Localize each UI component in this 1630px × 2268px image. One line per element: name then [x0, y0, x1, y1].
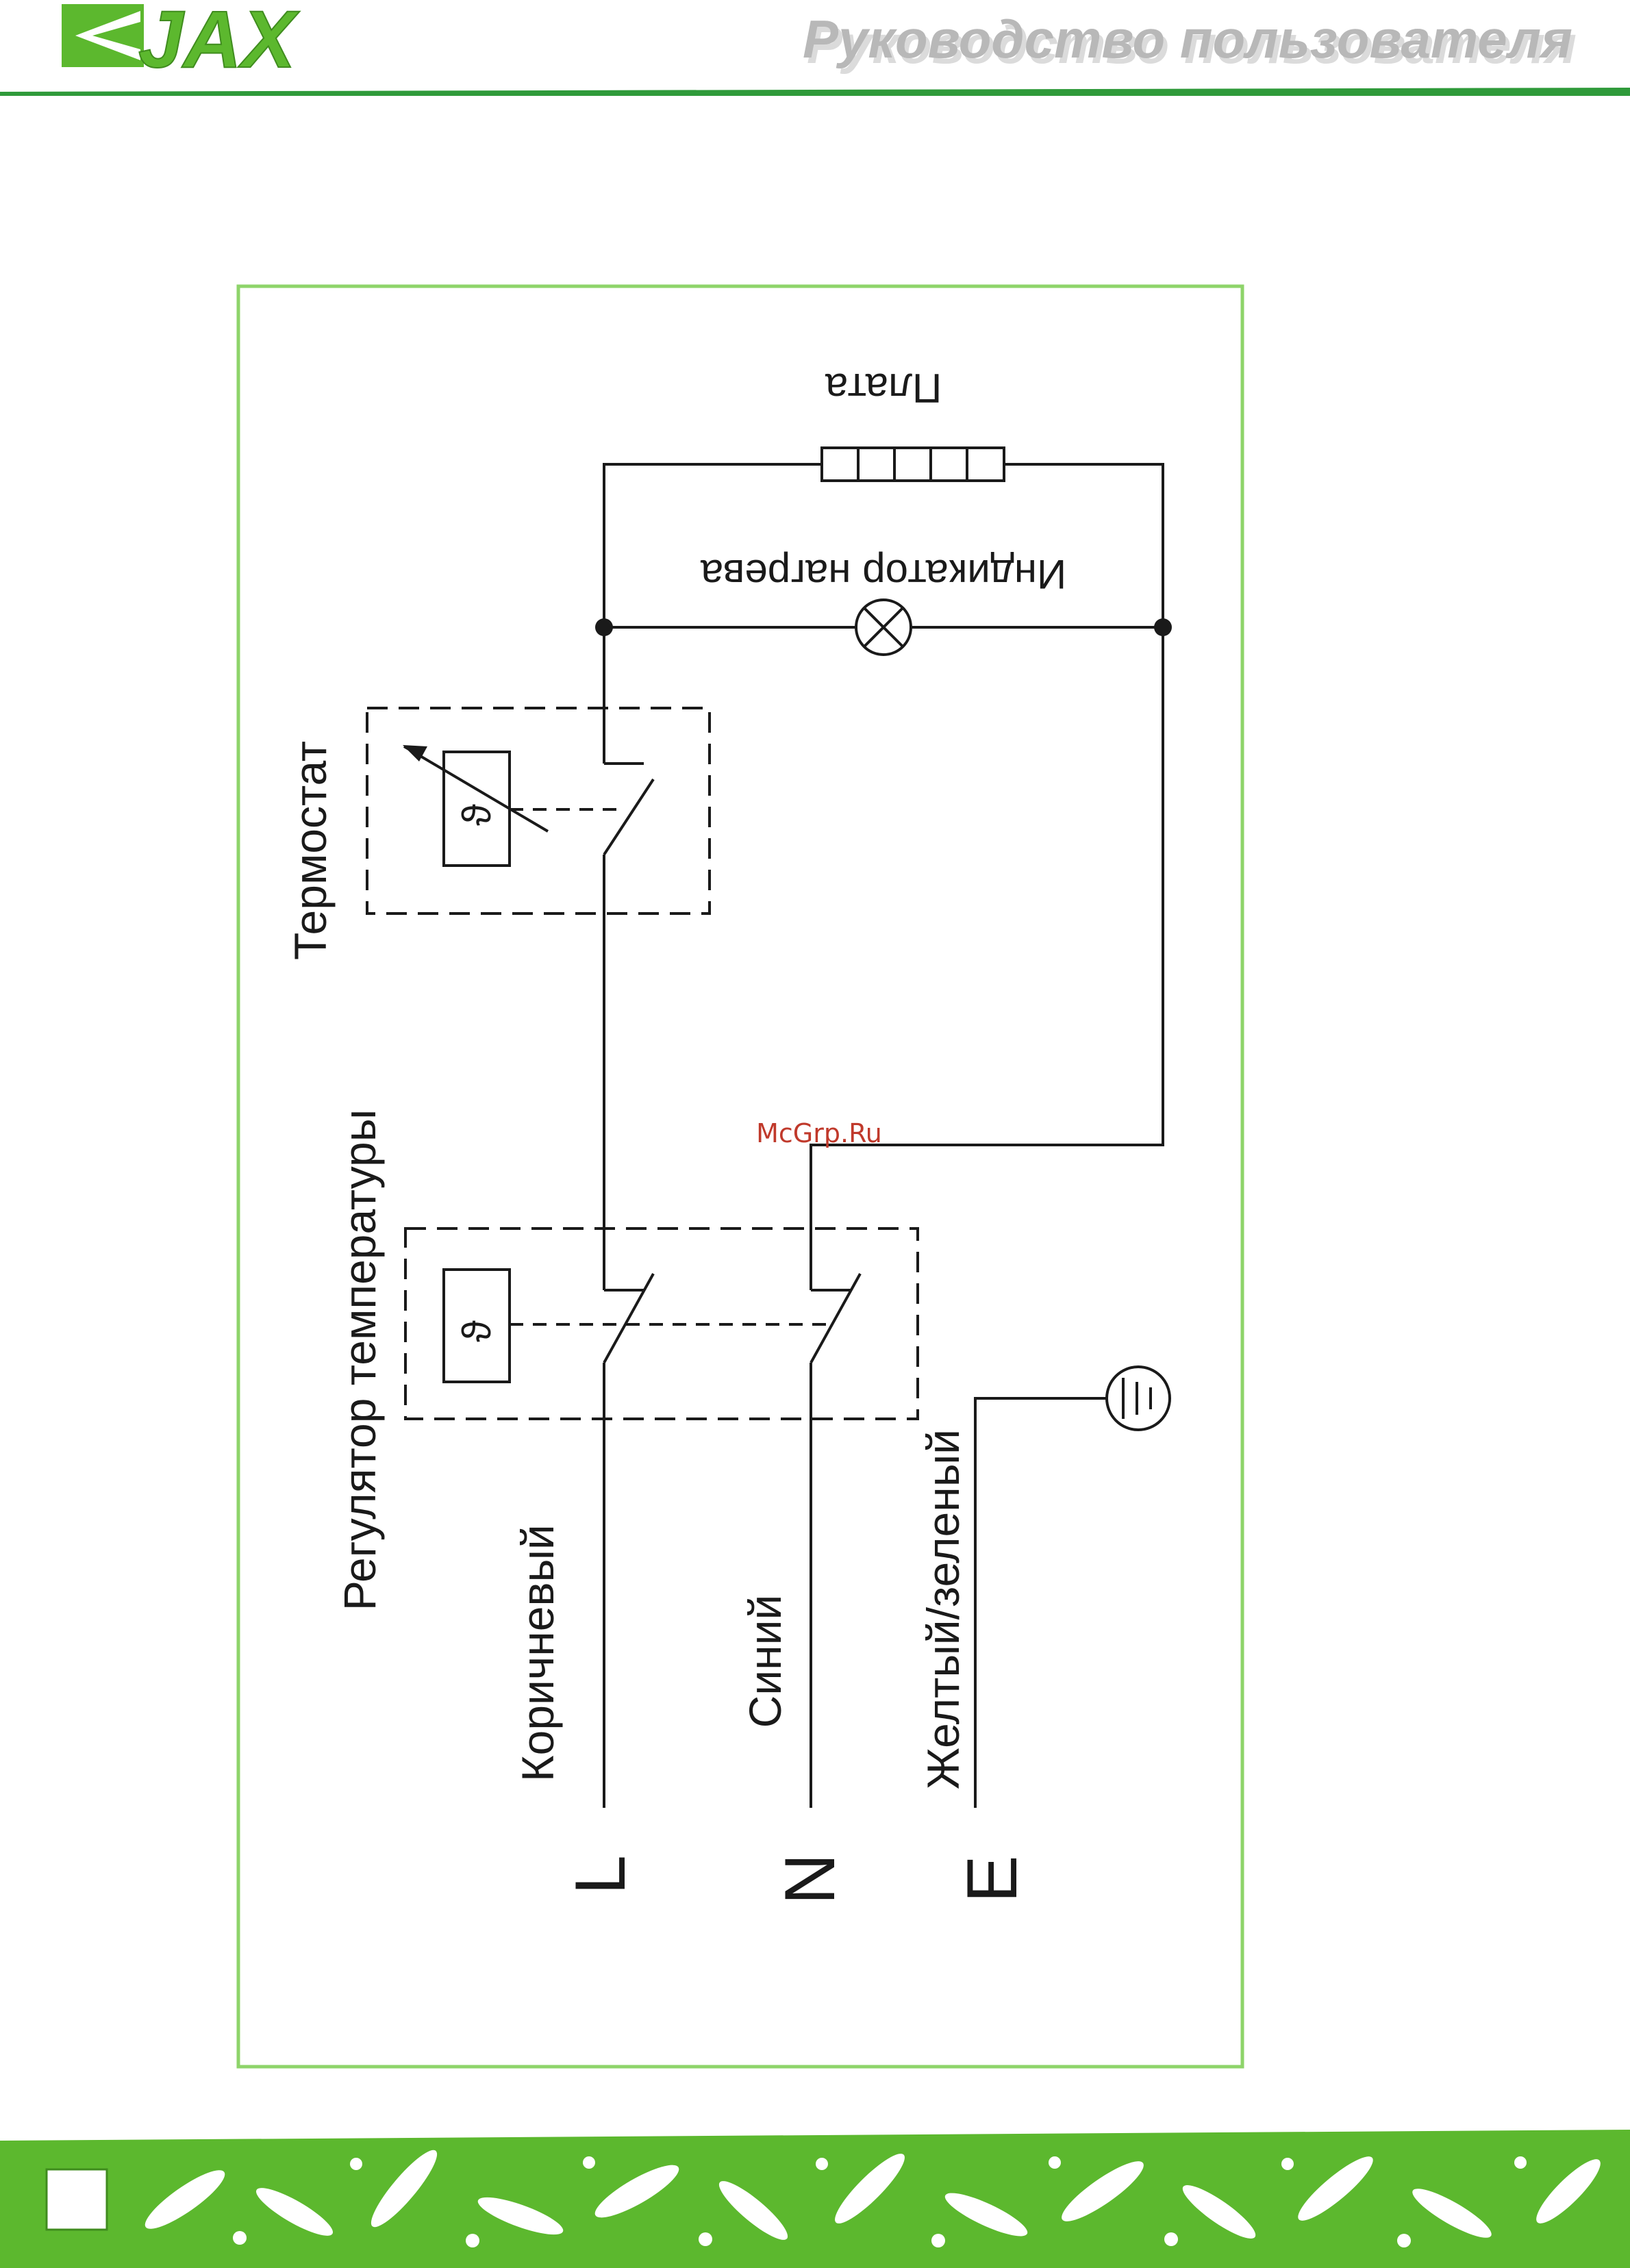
logo-mark [62, 4, 144, 67]
heater-plate-icon [822, 448, 1004, 481]
l-switch-blade [604, 1274, 653, 1363]
regulator-sensor-glyph: ϑ [455, 1320, 499, 1342]
terminal-e: E [953, 1855, 1032, 1902]
label-plate: Плата [825, 365, 942, 411]
circuit-wiring [604, 464, 1163, 1808]
label-wire-blue: Синий [740, 1595, 790, 1728]
header-title: Руководство пользователя [803, 9, 1572, 69]
yellow-green-wire [975, 1398, 1107, 1808]
thermostat-sensor-glyph: ϑ [455, 804, 499, 826]
indicator-lamp-icon [856, 600, 911, 655]
earth-ground-icon [1107, 1367, 1170, 1430]
footer-band [0, 2130, 1630, 2268]
thermostat-block: ϑ [367, 708, 710, 914]
terminal-l: L [561, 1855, 640, 1895]
label-wire-yellow-green: Желтый/зеленый [918, 1429, 968, 1789]
terminal-n: N [770, 1853, 850, 1904]
page-number-box [47, 2169, 107, 2230]
heater-branch-left [604, 464, 822, 627]
label-heating-indicator: Индикатор нагрева [700, 551, 1066, 597]
label-temperature-regulator: Регулятор температуры [334, 1109, 385, 1611]
label-wire-brown: Коричневый [512, 1524, 563, 1782]
thermostat-switch-blade [604, 779, 653, 855]
label-thermostat: Термостат [285, 741, 336, 960]
junction-right [1154, 618, 1172, 636]
junction-left [595, 618, 613, 636]
n-switch-blade [811, 1274, 860, 1363]
return-wire [811, 627, 1163, 1260]
regulator-block: ϑ [405, 1228, 918, 1419]
watermark: McGrp.Ru [756, 1118, 882, 1148]
brand-logo: JAX [62, 0, 300, 85]
footer-background [0, 2130, 1630, 2268]
header-rule [0, 88, 1630, 96]
heater-branch-right [1004, 464, 1163, 627]
logo-text: JAX [138, 0, 300, 85]
